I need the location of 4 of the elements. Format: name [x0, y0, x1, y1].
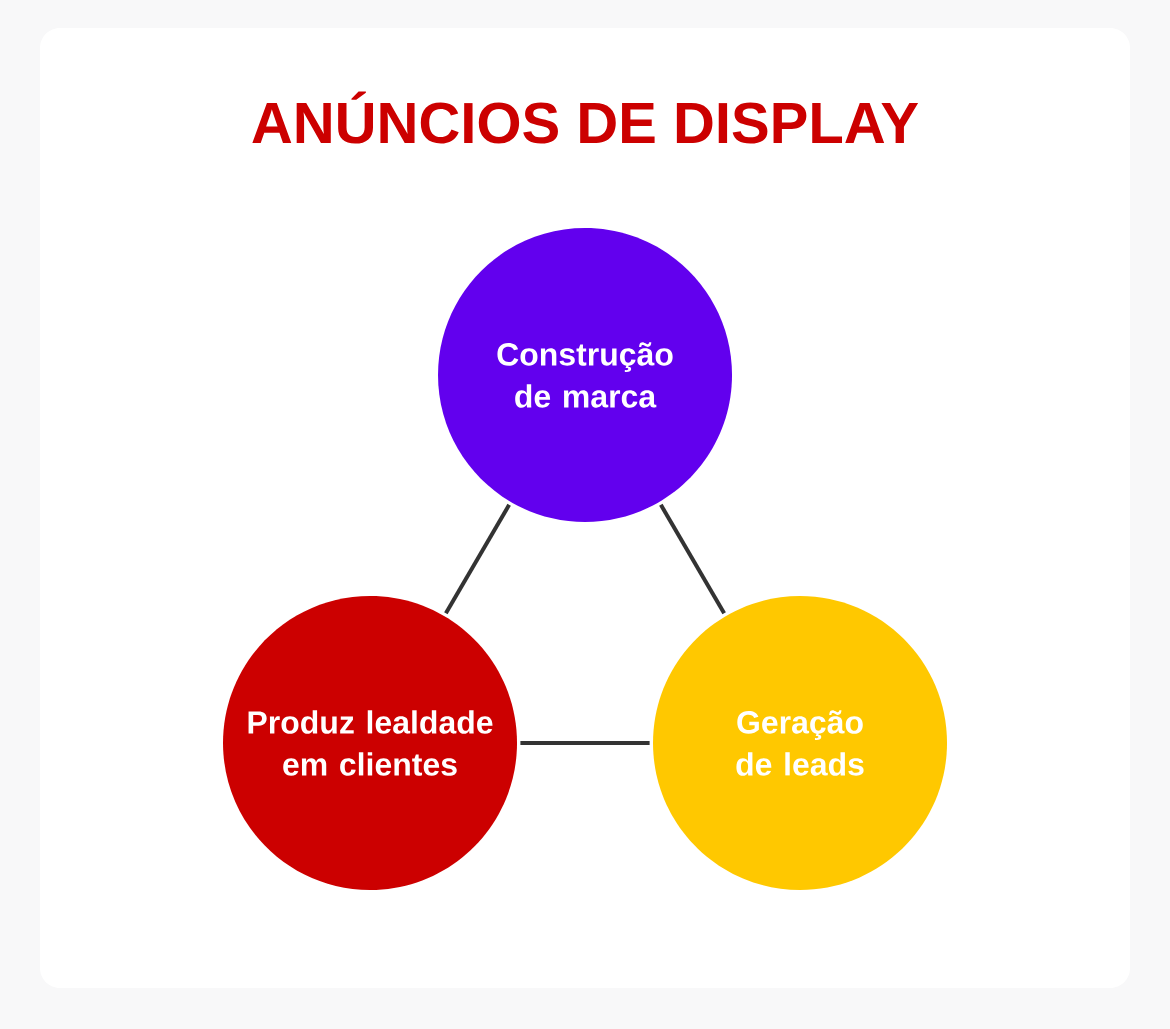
connector-line	[659, 503, 726, 615]
connector-line	[520, 741, 650, 745]
connector-line	[444, 503, 511, 615]
title: ANÚNCIOS DE DISPLAY	[252, 91, 919, 144]
